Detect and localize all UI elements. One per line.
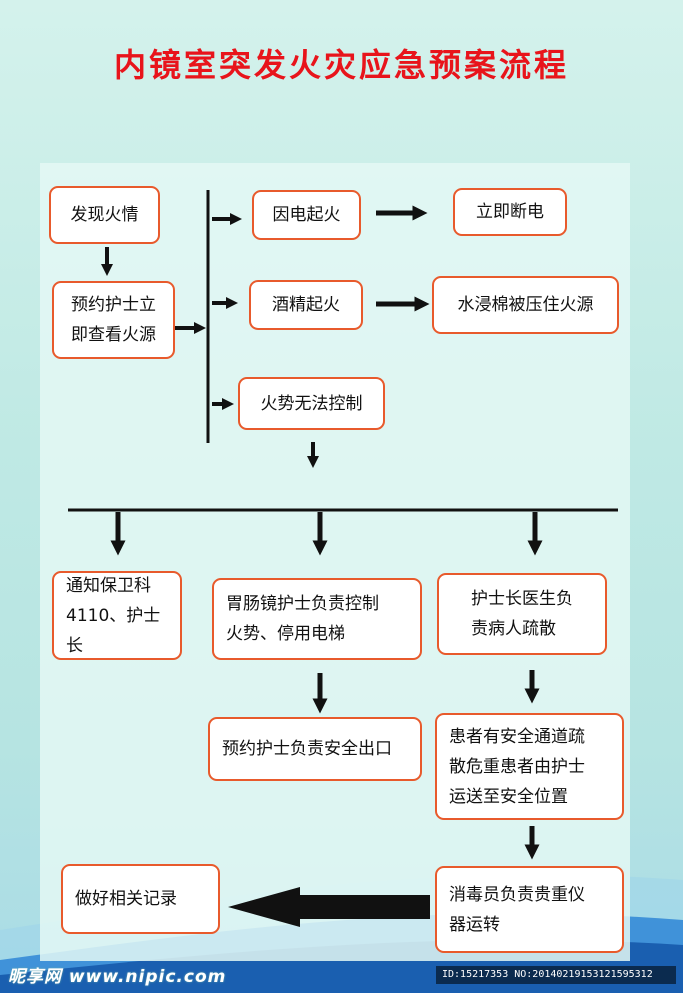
arrow-disinfect-record (228, 887, 430, 927)
node-exit: 预约护士负责安全出口 (208, 717, 422, 781)
node-disinfect: 消毒员负责贵重仪 器运转 (435, 866, 624, 953)
node-check: 预约护士立 即查看火源 (52, 281, 175, 359)
node-evacuate: 护士长医生负 责病人疏散 (437, 573, 607, 655)
watermark-right: ID:15217353 NO:20140219153121595312 (436, 966, 676, 984)
node-wet-cotton: 水浸棉被压住火源 (432, 276, 619, 334)
page-title: 内镜室突发火灾应急预案流程 (113, 46, 569, 84)
node-discover: 发现火情 (49, 186, 160, 244)
node-uncontrolled: 火势无法控制 (238, 377, 385, 430)
node-alcohol: 酒精起火 (249, 280, 363, 330)
node-record: 做好相关记录 (61, 864, 220, 934)
watermark-left: 昵享网 www.nipic.com (8, 967, 227, 987)
node-cut-power: 立即断电 (453, 188, 567, 236)
node-control: 胃肠镜护士负责控制 火势、停用电梯 (212, 578, 422, 660)
node-notify: 通知保卫科 4110、护士长 (52, 571, 182, 660)
node-transport: 患者有安全通道疏 散危重患者由护士 运送至安全位置 (435, 713, 624, 820)
node-electric: 因电起火 (252, 190, 361, 240)
